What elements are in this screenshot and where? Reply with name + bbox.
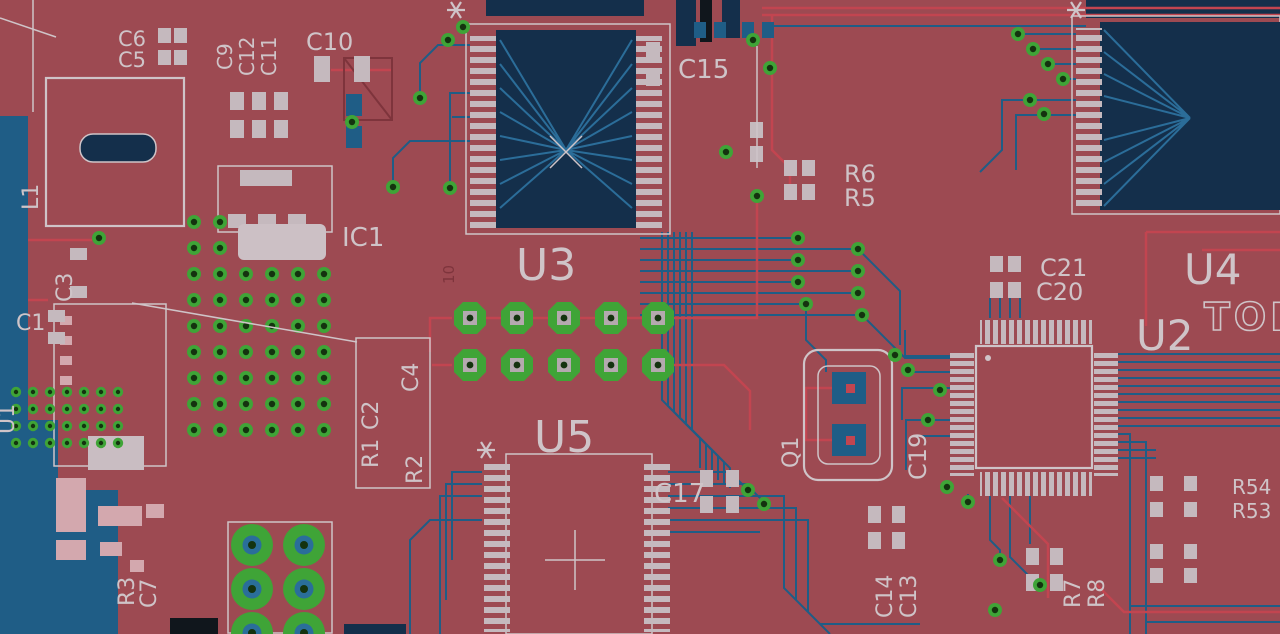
refdes-c13: C13 [897, 575, 922, 618]
mount-header-2x3[interactable] [227, 521, 333, 634]
refdes-q1: Q1 [779, 437, 804, 468]
refdes-r8: R8 [1085, 579, 1110, 608]
u2-pin1-mark [985, 355, 991, 361]
refdes-c2: C2 [359, 401, 384, 430]
refdes-r54: R54 [1232, 475, 1271, 499]
refdes-r6: R6 [844, 160, 876, 188]
footprint-q1-crystal[interactable] [802, 348, 894, 482]
refdes-r53: R53 [1232, 499, 1271, 523]
refdes-c9: C9 [213, 43, 237, 70]
ic1-body [238, 224, 326, 260]
u2-right-pads [1094, 350, 1118, 476]
refdes-c21: C21 [1040, 254, 1087, 282]
refdes-c10: C10 [306, 28, 353, 56]
refdes-c12: C12 [235, 37, 259, 76]
refdes-c15: C15 [678, 55, 729, 85]
refdes-u4: U4 [1184, 245, 1241, 294]
refdes-c3: C3 [53, 273, 78, 302]
refdes-r5: R5 [844, 184, 876, 212]
layer-marking-top: TOP [1204, 295, 1280, 339]
refdes-c4: C4 [399, 363, 424, 392]
refdes-r2: R2 [403, 455, 428, 484]
u3-right-pins [636, 36, 662, 228]
silkscreen-lines [0, 0, 1087, 489]
refdes-r3: R3 [115, 577, 140, 606]
u3-pin10-number: 10 [440, 265, 458, 284]
u4-left-pins [1076, 28, 1102, 210]
refdes-c7: C7 [137, 579, 162, 608]
top-copper-traces [28, 6, 1280, 614]
footprint-u2-qfp[interactable] [950, 320, 1118, 496]
refdes-c5: C5 [118, 48, 146, 72]
refdes-c6: C6 [118, 27, 146, 51]
u2-bottom-pads [980, 472, 1092, 496]
u5-left-pins [484, 460, 510, 632]
refdes-u3: U3 [516, 240, 576, 291]
footprint-u3[interactable] [465, 23, 671, 235]
refdes-c1: C1 [16, 311, 45, 336]
connector-u1[interactable] [53, 303, 167, 572]
passive-component-pads[interactable] [48, 22, 1197, 591]
refdes-c11: C11 [257, 37, 281, 76]
refdes-c20: C20 [1036, 278, 1083, 306]
footprint-ic1[interactable] [217, 165, 333, 260]
u5-right-pins [644, 460, 670, 632]
u2-left-pads [950, 350, 974, 476]
c4-group-outline [355, 337, 431, 489]
refdes-c19: C19 [904, 433, 932, 480]
refdes-c14: C14 [873, 575, 898, 618]
u3-left-pins [470, 36, 496, 228]
u2-top-pads [980, 320, 1092, 344]
refdes-r7: R7 [1061, 579, 1086, 608]
refdes-u2: U2 [1136, 311, 1193, 360]
silkscreen-labels: C6 C5 C9 C12 C11 C10 L1 C3 C1 U1 IC1 C4 … [0, 27, 1280, 618]
footprint-u4[interactable] [1071, 15, 1280, 215]
refdes-r1: R1 [359, 439, 384, 468]
refdes-c17: C17 [654, 479, 705, 509]
refdes-ic1: IC1 [342, 223, 384, 253]
footprint-u5[interactable] [484, 453, 670, 634]
refdes-u1: U1 [0, 404, 20, 434]
refdes-u5: U5 [534, 412, 594, 463]
refdes-l1: L1 [19, 184, 44, 210]
footprint-l1-shield-box[interactable] [44, 76, 186, 228]
